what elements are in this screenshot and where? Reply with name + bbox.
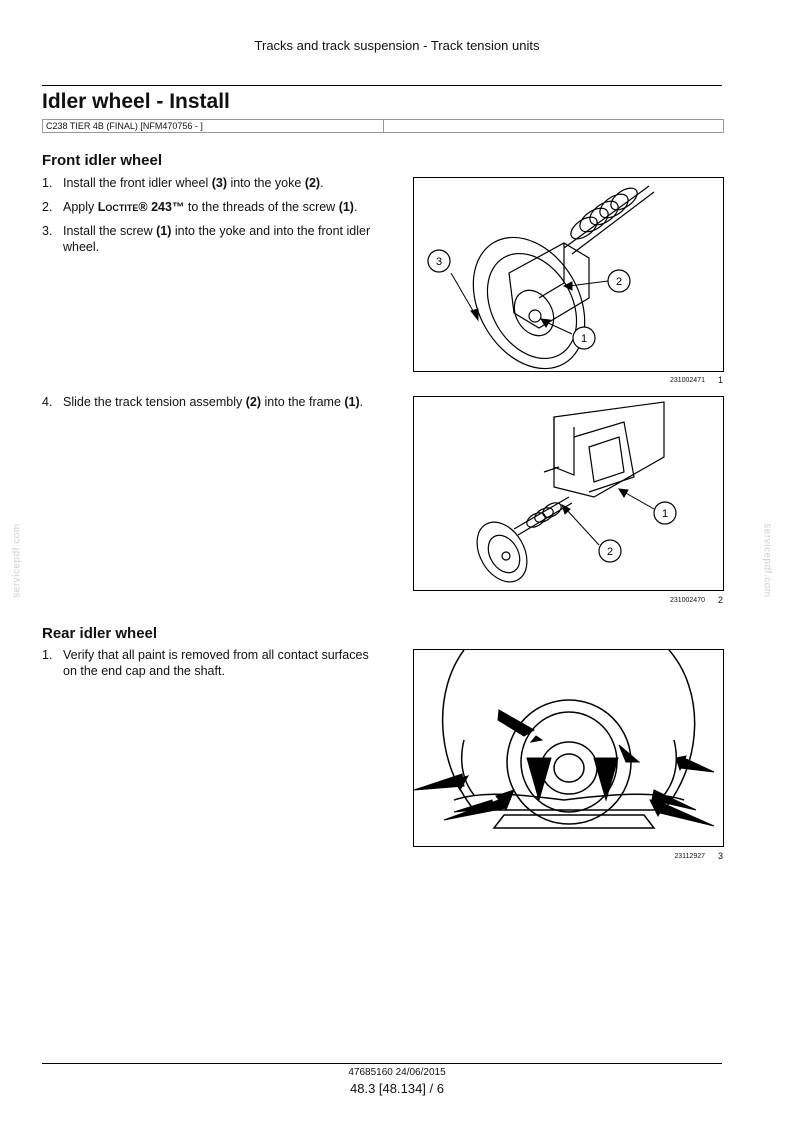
- figure-2-frame-assembly: 1 2: [413, 396, 724, 591]
- figure-1-id: 231002471: [669, 377, 705, 384]
- section-heading-front: Front idler wheel: [42, 152, 163, 169]
- step-number: 1.: [42, 176, 53, 190]
- callout-2: 2: [607, 546, 613, 558]
- callout-3: 3: [436, 256, 442, 268]
- front-step-1: 1. Install the front idler wheel (3) int…: [42, 175, 392, 191]
- step-number: 1.: [42, 648, 53, 662]
- figure-3-end-cap-shaft: [413, 649, 724, 847]
- section-heading-rear: Rear idler wheel: [42, 625, 158, 642]
- step-text: Apply Loctite® 243™ to the threads of th…: [63, 200, 358, 214]
- figure-3-id: 23112927: [674, 853, 705, 860]
- figure-1-drawing: 3 2 1: [427, 185, 655, 370]
- callout-2: 2: [616, 276, 622, 288]
- step-text: Install the screw (1) into the yoke and …: [63, 224, 371, 254]
- figure-2-id: 231002470: [669, 597, 705, 604]
- page-title: Idler wheel - Install: [42, 90, 230, 113]
- figure-2-drawing: 1 2: [476, 401, 677, 583]
- applicability-text: C238 TIER 4B (FINAL) [NFM470756 - ]: [46, 121, 203, 131]
- watermark-left: servicepdf.com: [11, 523, 23, 598]
- applicability-box: C238 TIER 4B (FINAL) [NFM470756 - ]: [42, 119, 724, 133]
- step-number: 4.: [42, 395, 53, 409]
- footer-doc-number: 47685160 24/06/2015: [348, 1067, 446, 1078]
- callout-1: 1: [662, 508, 668, 520]
- figure-2-number: 2: [718, 595, 724, 605]
- figure-1-idler-wheel-yoke: 3 2 1: [413, 177, 724, 372]
- callout-1: 1: [581, 333, 587, 345]
- running-header: Tracks and track suspension - Track tens…: [254, 38, 540, 53]
- step-text: Slide the track tension assembly (2) int…: [63, 395, 364, 409]
- step-text: Verify that all paint is removed from al…: [63, 648, 369, 678]
- figure-3-drawing: [414, 650, 715, 829]
- figure-1-number: 1: [718, 375, 724, 385]
- watermark-right: servicepdf.com: [761, 523, 773, 598]
- step-number: 3.: [42, 224, 53, 238]
- step-text: Install the front idler wheel (3) into t…: [63, 176, 324, 190]
- figure-3-number: 3: [718, 851, 724, 861]
- rear-step-1: 1. Verify that all paint is removed from…: [42, 647, 392, 679]
- applicability-divider: [383, 120, 384, 132]
- header-rule: [42, 85, 722, 86]
- front-step-2: 2. Apply Loctite® 243™ to the threads of…: [42, 199, 392, 215]
- footer-page-number: 48.3 [48.134] / 6: [350, 1081, 444, 1096]
- step-number: 2.: [42, 200, 53, 214]
- footer-rule: [42, 1063, 722, 1064]
- front-step-3: 3. Install the screw (1) into the yoke a…: [42, 223, 392, 255]
- front-step-4: 4. Slide the track tension assembly (2) …: [42, 394, 392, 410]
- product-name: Loctite: [97, 200, 139, 214]
